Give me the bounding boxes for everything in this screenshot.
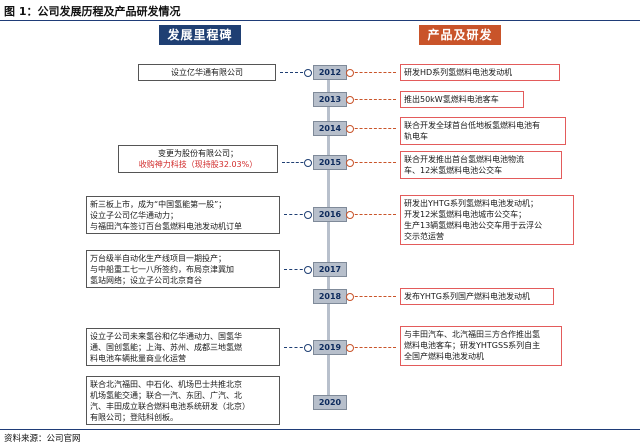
- product-text: 与丰田汽车、北汽福田三方合作推出氢: [404, 330, 540, 339]
- product-2015: 联合开发推出首台氢燃料电池物流 车、12米氢燃料电池公交车: [400, 151, 562, 179]
- product-text: 研发HD系列氢燃料电池发动机: [404, 68, 513, 77]
- milestone-2020: 联合北汽福田、中石化、机场巴士共推北京 机场氢能交通；联合一汽、东团、广汽、北 …: [86, 376, 280, 425]
- milestone-connector: [284, 210, 312, 219]
- product-text: 开发12米氢燃料电池城市公交车；: [404, 210, 527, 219]
- milestone-2017: 万台级半自动化生产线项目一期投产； 与中船重工七一八所签约，布局京津冀加 氢站网…: [86, 250, 280, 288]
- product-2012: 研发HD系列氢燃料电池发动机: [400, 64, 560, 81]
- milestone-connector: [284, 343, 312, 352]
- milestone-2012: 设立亿华通有限公司: [138, 64, 276, 81]
- product-2019: 与丰田汽车、北汽福田三方合作推出氢 燃料电池客车；研发YHTGSS系列自主 全国…: [400, 326, 562, 366]
- milestone-text: 联合北汽福田、中石化、机场巴士共推北京: [90, 380, 242, 389]
- milestone-connector: [282, 158, 312, 167]
- milestone-text: 有限公司；登陆科创板。: [90, 413, 178, 422]
- milestone-text: 通、国创氢能；上海、苏州、成都三地氢燃: [90, 343, 242, 352]
- product-2016: 研发出YHTG系列氢燃料电池发动机； 开发12米氢燃料电池城市公交车； 生产13…: [400, 195, 574, 245]
- milestone-text: 汽、丰田成立联合燃料电池系统研发（北京）: [90, 402, 250, 411]
- milestone-connector: [284, 265, 312, 274]
- milestone-2016: 新三板上市，成为“中国氢能第一股”； 设立子公司亿华通动力； 与福田汽车签订百台…: [86, 196, 280, 234]
- product-2013: 推出50kW氢燃料电池客车: [400, 91, 524, 108]
- product-2018: 发布YHTG系列国产燃料电池发动机: [400, 288, 554, 305]
- milestone-connector: [280, 68, 312, 77]
- product-2014: 联合开发全球首台低地板氢燃料电池有 轨电车: [400, 117, 566, 145]
- product-connector: [346, 158, 396, 167]
- product-text: 交示范运营: [404, 232, 444, 241]
- figure-title: 图 1：公司发展历程及产品研发情况: [4, 5, 181, 18]
- product-connector: [346, 210, 396, 219]
- product-text: 全国产燃料电池发动机: [404, 352, 484, 361]
- bottom-rule: [0, 429, 640, 430]
- product-text: 联合开发推出首台氢燃料电池物流: [404, 155, 524, 164]
- timeline-axis: [327, 65, 330, 403]
- milestone-2015: 变更为股份有限公司； 收购神力科技（现持股32.03%）: [118, 145, 278, 173]
- milestone-text: 新三板上市，成为“中国氢能第一股”；: [90, 200, 227, 209]
- milestone-text: 设立子公司亿华通动力；: [90, 211, 178, 220]
- product-text: 发布YHTG系列国产燃料电池发动机: [404, 292, 530, 301]
- year-2019: 2019: [313, 340, 347, 355]
- header-milestones: 发展里程碑: [159, 25, 241, 45]
- product-text: 推出50kW氢燃料电池客车: [404, 95, 499, 104]
- year-2018: 2018: [313, 289, 347, 304]
- year-2015: 2015: [313, 155, 347, 170]
- milestone-text: 设立子公司未来氢谷和亿华通动力、国氢华: [90, 332, 242, 341]
- milestone-text: 万台级半自动化生产线项目一期投产；: [90, 254, 226, 263]
- year-2020: 2020: [313, 395, 347, 410]
- top-rule: [0, 20, 640, 21]
- product-text: 研发出YHTG系列氢燃料电池发动机；: [404, 199, 538, 208]
- product-connector: [346, 292, 396, 301]
- source-note: 资料来源：公司官网: [4, 434, 81, 444]
- product-text: 车、12米氢燃料电池公交车: [404, 166, 503, 175]
- year-2016: 2016: [313, 207, 347, 222]
- year-2013: 2013: [313, 92, 347, 107]
- product-connector: [346, 124, 396, 133]
- milestone-text: 氢站网络；设立子公司北京育谷: [90, 276, 202, 285]
- milestone-text: 与中船重工七一八所签约，布局京津冀加: [90, 265, 234, 274]
- product-connector: [346, 68, 396, 77]
- product-connector: [346, 95, 396, 104]
- milestone-2019: 设立子公司未来氢谷和亿华通动力、国氢华 通、国创氢能；上海、苏州、成都三地氢燃 …: [86, 328, 280, 366]
- product-text: 轨电车: [404, 132, 428, 141]
- milestone-text-highlight: 收购神力科技（现持股32.03%）: [138, 160, 258, 169]
- milestone-text: 料电池车辆批量商业化运营: [90, 354, 186, 363]
- product-text: 燃料电池客车；研发YHTGSS系列自主: [404, 341, 541, 350]
- product-text: 生产13辆氢燃料电池公交车用于云浮公: [404, 221, 543, 230]
- milestone-text: 机场氢能交通；联合一汽、东团、广汽、北: [90, 391, 242, 400]
- milestone-text: 与福田汽车签订百台氢燃料电池发动机订单: [90, 222, 242, 231]
- product-connector: [346, 343, 396, 352]
- product-text: 联合开发全球首台低地板氢燃料电池有: [404, 121, 540, 130]
- header-products: 产品及研发: [419, 25, 501, 45]
- milestone-text: 变更为股份有限公司；: [158, 149, 238, 158]
- year-2012: 2012: [313, 65, 347, 80]
- year-2017: 2017: [313, 262, 347, 277]
- milestone-text: 设立亿华通有限公司: [171, 68, 243, 77]
- year-2014: 2014: [313, 121, 347, 136]
